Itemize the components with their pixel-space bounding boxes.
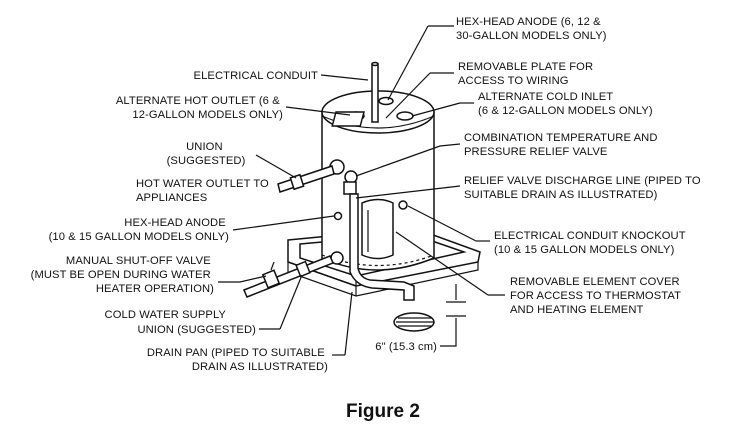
label-alternate-hot-outlet: ALTERNATE HOT OUTLET (6 & 12-GALLON MODE…: [116, 95, 283, 121]
label-combination-valve: COMBINATION TEMPERATURE AND PRESSURE REL…: [464, 132, 661, 158]
label-drain-pan: DRAIN PAN (PIPED TO SUITABLE DRAIN AS IL…: [147, 347, 328, 373]
label-hot-water-outlet: HOT WATER OUTLET TO APPLIANCES: [136, 178, 272, 204]
label-clearance: 6" (15.3 cm): [375, 341, 437, 353]
removable-plate: [331, 111, 365, 127]
label-cold-water-supply: COLD WATER SUPPLY: [105, 309, 227, 321]
side-fittings: [329, 159, 408, 265]
shutoff-valve: [261, 269, 281, 289]
conduit-knockout: [398, 200, 408, 210]
side-anode-fitting: [333, 211, 343, 221]
label-relief-discharge: RELIEF VALVE DISCHARGE LINE (PIPED TO SU…: [464, 175, 704, 201]
hot-water-outlet-pipe: [277, 165, 335, 193]
element-cover: [361, 198, 394, 260]
label-union-top: UNION (SUGGESTED): [167, 141, 246, 167]
label-hex-head-anode-side: HEX-HEAD ANODE (10 & 15 GALLON MODELS ON…: [49, 217, 230, 243]
alternate-cold-inlet-fitting: [396, 111, 414, 121]
relief-discharge-line: [343, 181, 435, 332]
label-removable-plate: REMOVABLE PLATE FOR ACCESS TO WIRING: [458, 61, 596, 87]
electrical-conduit-pipe: [371, 63, 379, 123]
union-bottom: [295, 260, 311, 278]
label-electrical-conduit: ELECTRICAL CONDUIT: [194, 70, 319, 82]
callout-labels: HEX-HEAD ANODE (6, 12 & 30-GALLON MODELS…: [31, 16, 704, 373]
label-hex-head-anode-top: HEX-HEAD ANODE (6, 12 & 30-GALLON MODELS…: [456, 16, 607, 42]
label-union-bottom: UNION (SUGGESTED): [137, 324, 256, 336]
label-alternate-cold-inlet: ALTERNATE COLD INLET (6 & 12-GALLON MODE…: [478, 91, 653, 117]
tp-valve-body: [343, 181, 357, 195]
label-shutoff-valve: MANUAL SHUT-OFF VALVE (MUST BE OPEN DURI…: [31, 255, 215, 295]
leader-lines: [218, 25, 505, 356]
label-conduit-knockout: ELECTRICAL CONDUIT KNOCKOUT (10 & 15 GAL…: [494, 230, 689, 256]
top-fittings: [331, 61, 414, 127]
tp-valve-fitting: [344, 170, 358, 184]
union-top: [289, 173, 305, 191]
top-anode-fitting: [378, 96, 394, 106]
figure-caption: Figure 2: [346, 401, 420, 422]
cold-water-supply-pipe: [243, 255, 334, 298]
clearance-dimension: [440, 284, 466, 347]
label-element-cover: REMOVABLE ELEMENT COVER FOR ACCESS TO TH…: [510, 276, 684, 316]
